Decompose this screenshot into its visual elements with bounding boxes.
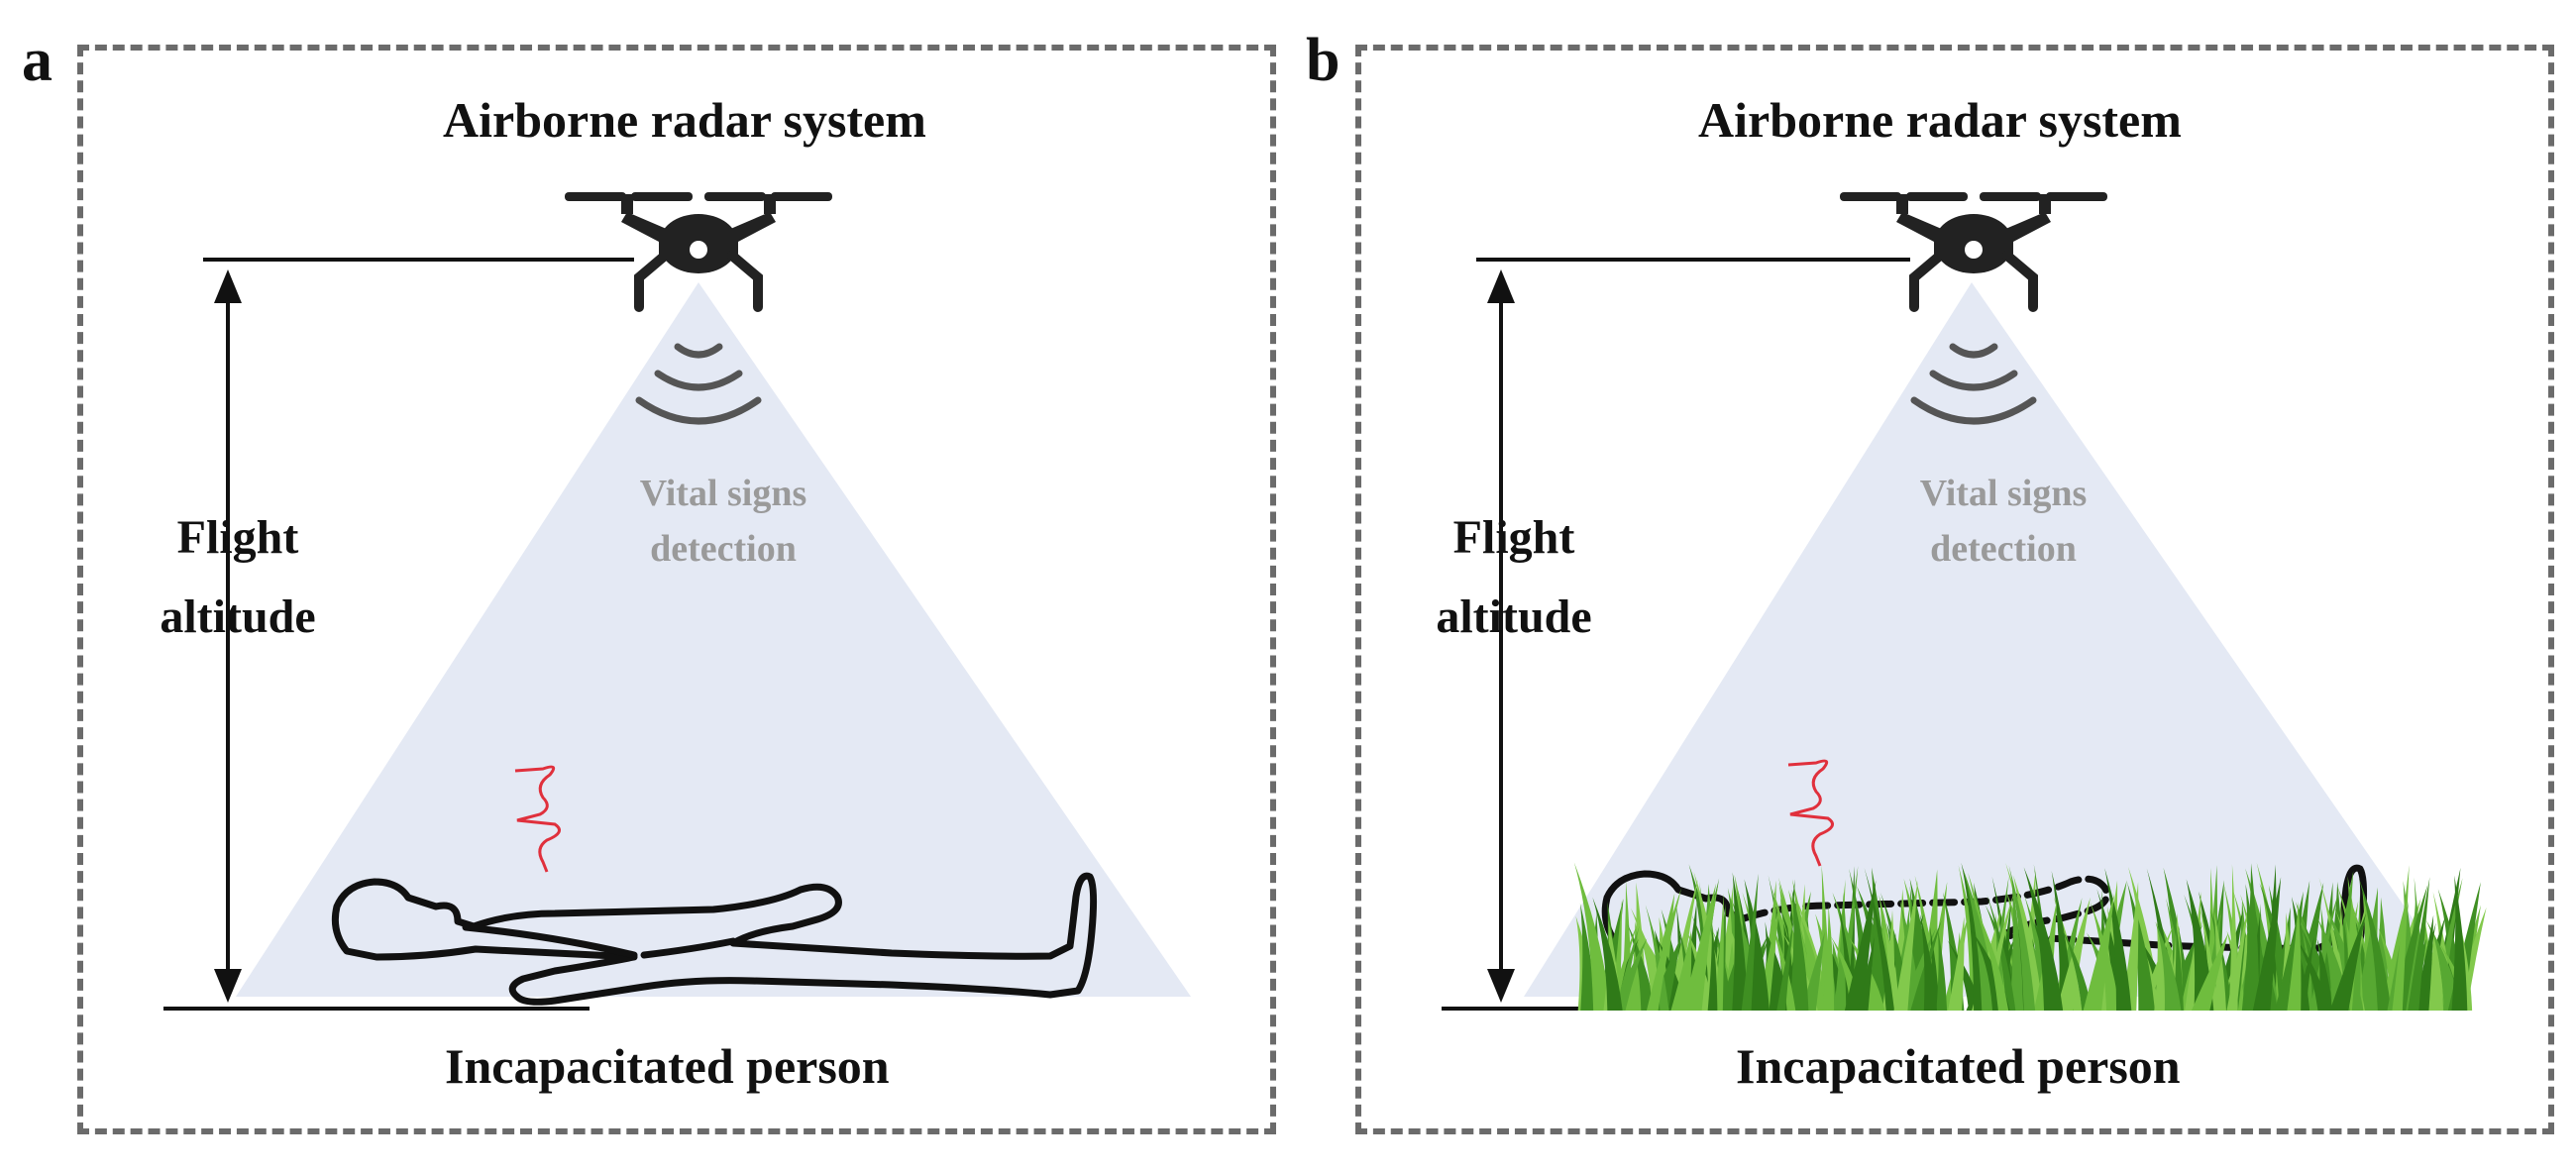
grass-blade xyxy=(2351,896,2361,1011)
arrow-head-down-icon xyxy=(1487,969,1515,1003)
incapacitated-person-label: Incapacitated person xyxy=(445,1038,890,1094)
grass-blade xyxy=(1864,867,1894,1011)
grass-blade xyxy=(2329,913,2366,1011)
grass-blade xyxy=(1858,936,1875,1011)
grass-blade xyxy=(2083,893,2115,1011)
grass-blade xyxy=(1646,888,1682,1011)
grass-blade xyxy=(2451,875,2468,1011)
grass-blade xyxy=(1573,862,1611,1011)
grass-blade xyxy=(1789,889,1809,1011)
flight-altitude-label: Flight altitude xyxy=(1395,498,1633,657)
grass-blade xyxy=(2252,877,2282,1011)
grass-blade xyxy=(2060,926,2093,1011)
grass-blade xyxy=(1919,913,1938,1011)
grass-blade xyxy=(2009,878,2024,1011)
vital-signs-line-1: Vital signs xyxy=(1919,473,2088,514)
flight-altitude-label: Flight altitude xyxy=(119,498,357,657)
radar-wave-icon xyxy=(1910,343,2037,425)
grass-blade xyxy=(1947,939,1983,1011)
heartbeat-signal-icon xyxy=(1787,759,1834,867)
flight-altitude-line-2: altitude xyxy=(1436,590,1592,643)
grass-blade xyxy=(2358,877,2392,1011)
grass-blade xyxy=(1844,866,1855,1011)
grass-blade xyxy=(1975,905,2009,1011)
grass-blade xyxy=(2408,877,2430,1011)
grass-blade xyxy=(1592,897,1623,1011)
flight-altitude-line-2: altitude xyxy=(160,590,316,643)
panel-frame xyxy=(77,45,1276,1134)
radar-beam xyxy=(236,282,1191,997)
panel-frame xyxy=(1355,45,2554,1134)
grass-blade xyxy=(1776,919,1794,1011)
grass-blade xyxy=(2294,934,2330,1011)
grass-blade xyxy=(1801,919,1826,1011)
grass-blade xyxy=(1615,925,1640,1011)
radar-system-label: Airborne radar system xyxy=(443,92,926,148)
radar-wave-icon xyxy=(635,343,762,425)
panel-b: b Airborne radar system Flight altitude … xyxy=(1288,0,2576,1175)
grass-blade xyxy=(1579,903,1596,1011)
grass-blade xyxy=(1688,894,1715,1011)
grass-blade xyxy=(2392,865,2410,1011)
flight-altitude-line-1: Flight xyxy=(176,511,299,564)
grass-icon xyxy=(1573,862,2487,1011)
flight-altitude-line-1: Flight xyxy=(1452,511,1575,564)
radar-beam xyxy=(1524,282,2467,997)
drone-icon xyxy=(1840,192,2107,312)
grass-blade xyxy=(1682,883,1716,1011)
vital-signs-label: Vital signs detection xyxy=(1875,466,2132,577)
grass-blade xyxy=(2287,902,2302,1011)
incapacitated-person-label: Incapacitated person xyxy=(1736,1038,2181,1094)
grass-blade xyxy=(2023,867,2064,1011)
grass-blade xyxy=(2355,887,2378,1011)
grass-blade xyxy=(1707,924,1718,1011)
grass-blade xyxy=(2220,932,2246,1011)
grass-blade xyxy=(2126,882,2155,1011)
grass-blade xyxy=(2313,882,2333,1011)
grass-blade xyxy=(1741,873,1759,1011)
vital-signs-line-2: detection xyxy=(650,528,797,570)
arrow-head-down-icon xyxy=(214,969,242,1003)
grass-blade xyxy=(1833,892,1848,1011)
panel-b-illustration xyxy=(1442,192,2487,1011)
arrow-head-up-icon xyxy=(214,269,242,303)
grass-blade xyxy=(2155,921,2182,1011)
grass-blade xyxy=(1645,905,1669,1011)
drone-icon xyxy=(565,192,832,312)
grass-blade xyxy=(1769,915,1796,1011)
grass-blade xyxy=(1948,916,1965,1011)
grass-blade xyxy=(2013,875,2043,1011)
heartbeat-signal-icon xyxy=(514,765,561,873)
grass-blade xyxy=(2244,884,2261,1011)
grass-blade xyxy=(2008,865,2036,1011)
grass-blade xyxy=(1611,898,1623,1011)
grass-blade xyxy=(1893,880,1918,1011)
grass-blade xyxy=(1670,930,1692,1011)
panel-letter: b xyxy=(1306,27,1341,94)
vital-signs-line-1: Vital signs xyxy=(639,473,807,514)
grass-blade xyxy=(1844,880,1877,1011)
panel-a-illustration xyxy=(163,192,1191,1011)
vital-signs-line-2: detection xyxy=(1930,528,2077,570)
arrow-head-up-icon xyxy=(1487,269,1515,303)
panel-letter: a xyxy=(22,27,53,94)
grass-blade xyxy=(2226,907,2249,1011)
grass-blade xyxy=(1744,879,1770,1011)
grass-blade xyxy=(2414,914,2434,1011)
radar-system-label: Airborne radar system xyxy=(1698,92,2182,148)
grass-blade xyxy=(1732,872,1749,1011)
person-outline-icon xyxy=(331,872,1098,1006)
grass-blade xyxy=(1714,893,1724,1011)
grass-blade xyxy=(2121,882,2139,1011)
grass-blade xyxy=(2380,899,2408,1011)
grass-blade xyxy=(2191,933,2228,1011)
grass-blade xyxy=(2104,868,2132,1011)
grass-blade xyxy=(1936,927,1948,1011)
panel-a: a Airborne radar system Flight altitude … xyxy=(22,27,1276,1134)
grass-blade xyxy=(1822,906,1835,1011)
vital-signs-label: Vital signs detection xyxy=(594,466,852,577)
